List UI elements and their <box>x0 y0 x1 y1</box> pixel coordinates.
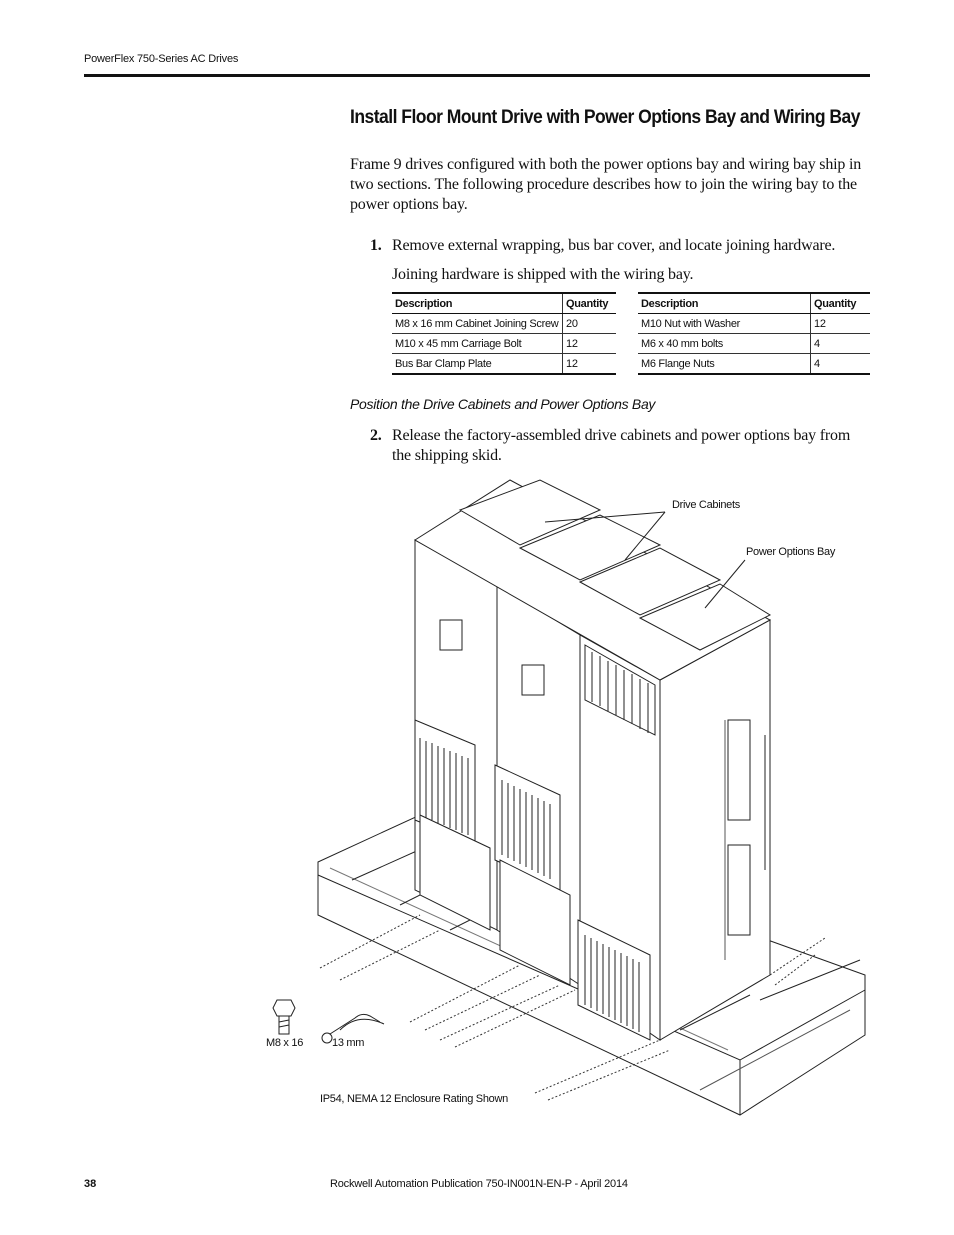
callout-power-options-bay: Power Options Bay <box>746 546 836 558</box>
table-row: M10 x 45 mm Carriage Bolt 12 <box>392 333 616 354</box>
step-text: Release the factory-assembled drive cabi… <box>392 427 851 464</box>
drive-cabinets-illustration: Drive Cabinets Power Options Bay M8 x 16… <box>250 475 870 1125</box>
cell-quantity: 4 <box>810 333 870 354</box>
step-1-note: Joining hardware is shipped with the wir… <box>392 266 694 283</box>
cell-description: M10 x 45 mm Carriage Bolt <box>392 333 563 354</box>
column-header: Quantity <box>562 292 616 314</box>
cell-quantity: 4 <box>810 353 870 375</box>
step-2: 2. Release the factory-assembled drive c… <box>370 426 850 464</box>
running-header: PowerFlex 750-Series AC Drives <box>84 53 239 65</box>
callout-wrench-size: 13 mm <box>332 1037 365 1049</box>
cell-description: M6 Flange Nuts <box>638 353 811 375</box>
column-header: Description <box>392 292 563 314</box>
cell-description: M6 x 40 mm bolts <box>638 333 811 354</box>
table-row: M10 Nut with Washer 12 <box>638 313 870 334</box>
table-row: M8 x 16 mm Cabinet Joining Screw 20 <box>392 313 616 334</box>
step-number: 2. <box>370 427 382 444</box>
publication-info: Rockwell Automation Publication 750-IN00… <box>330 1178 628 1190</box>
step-1: 1. Remove external wrapping, bus bar cov… <box>370 236 835 256</box>
cell-description: M8 x 16 mm Cabinet Joining Screw <box>392 313 563 334</box>
callout-drive-cabinets: Drive Cabinets <box>672 499 740 511</box>
table-row: M6 x 40 mm bolts 4 <box>638 333 870 354</box>
column-header: Description <box>638 292 811 314</box>
table-row: M6 Flange Nuts 4 <box>638 353 870 375</box>
wrench-icon <box>321 1013 385 1044</box>
cell-quantity: 12 <box>810 313 870 334</box>
cell-quantity: 12 <box>562 353 616 375</box>
cell-quantity: 20 <box>562 313 616 334</box>
hardware-table-right: Description Quantity M10 Nut with Washer… <box>638 292 870 375</box>
cell-quantity: 12 <box>562 333 616 354</box>
subheading: Position the Drive Cabinets and Power Op… <box>350 396 656 412</box>
cabinet-line-drawing <box>272 479 866 1116</box>
callout-screw-size: M8 x 16 <box>266 1037 304 1049</box>
section-title: Install Floor Mount Drive with Power Opt… <box>350 106 860 128</box>
cell-description: M10 Nut with Washer <box>638 313 811 334</box>
header-rule <box>84 74 870 77</box>
page-number: 38 <box>84 1178 97 1190</box>
intro-paragraph: Frame 9 drives configured with both the … <box>350 156 862 213</box>
hardware-table-left: Description Quantity M8 x 16 mm Cabinet … <box>392 292 616 375</box>
cell-description: Bus Bar Clamp Plate <box>392 353 563 375</box>
table-row: Bus Bar Clamp Plate 12 <box>392 353 616 375</box>
column-header: Quantity <box>810 292 870 314</box>
step-number: 1. <box>370 237 382 254</box>
step-text: Remove external wrapping, bus bar cover,… <box>392 237 836 254</box>
m8-screw-icon <box>272 999 296 1035</box>
figure-caption: IP54, NEMA 12 Enclosure Rating Shown <box>320 1093 508 1105</box>
